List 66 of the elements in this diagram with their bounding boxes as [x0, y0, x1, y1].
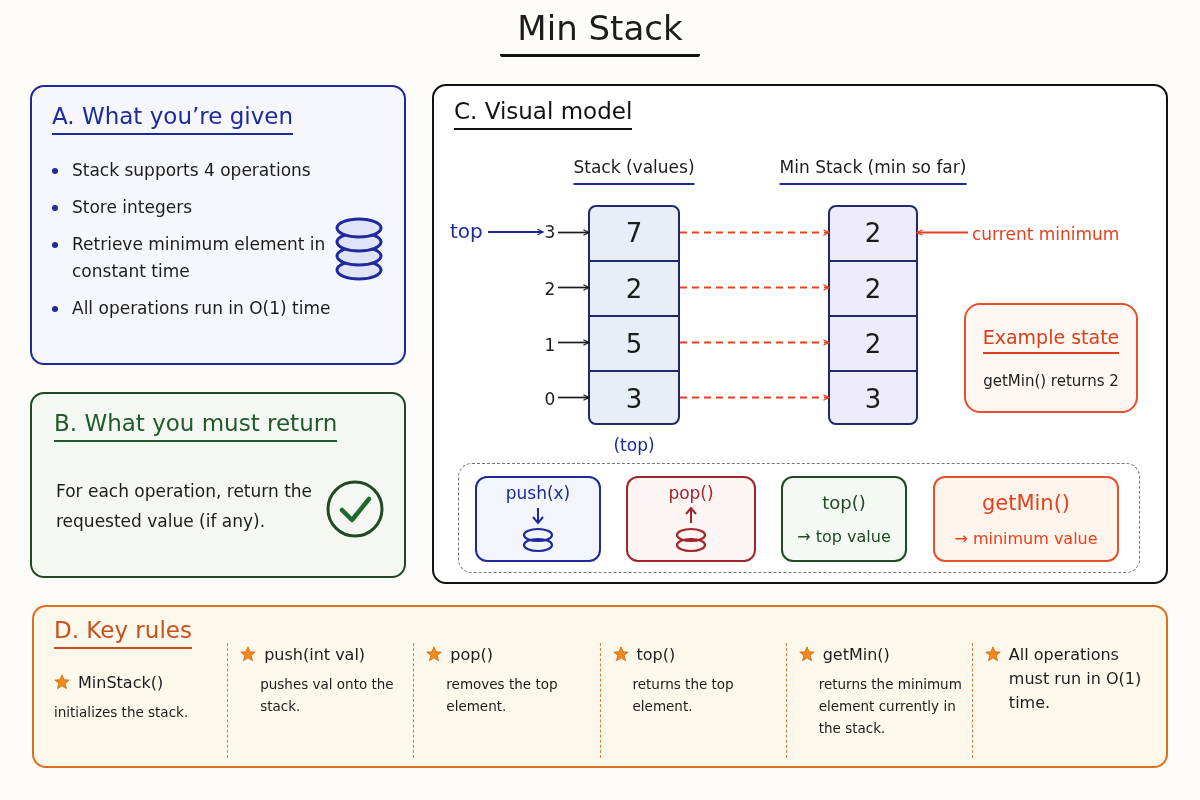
stack-value: 3 [625, 383, 643, 414]
operation-result: → minimum value [954, 528, 1098, 548]
rule-description: pushes val onto the stack. [259, 675, 395, 716]
pointer-label: current minimum [972, 224, 1120, 244]
section-heading: A. What you’re given [52, 103, 293, 135]
operation-name: getMin() [981, 490, 1071, 515]
index-label: 1 [544, 335, 556, 355]
operation-name: top() [822, 492, 866, 513]
rule-name: MinStack() [78, 672, 164, 694]
diagram-title: Min Stack [500, 8, 700, 57]
section-panel [432, 84, 1168, 584]
bullet-item: Retrieve minimum element in constant time [72, 233, 327, 283]
operation-card [626, 476, 756, 562]
index-label: 0 [544, 389, 556, 409]
section-heading: C. Visual model [454, 98, 633, 130]
column-heading: Min Stack (min so far) [779, 157, 967, 185]
stack-value: 7 [625, 217, 643, 248]
section-heading: B. What you must return [54, 410, 338, 442]
index-label: 3 [544, 222, 556, 242]
section-panel [32, 605, 1168, 768]
stack-value: 5 [625, 328, 643, 359]
box-heading: Example state [982, 326, 1120, 354]
arrow [679, 339, 830, 346]
operation-card [933, 476, 1119, 562]
stack-value: 3 [864, 383, 882, 414]
rule-name: getMin() [822, 644, 890, 666]
arrow [487, 228, 544, 236]
section-panel [30, 392, 406, 578]
arrow [557, 229, 590, 236]
section-heading: D. Key rules [54, 617, 192, 649]
operation-result: → top value [797, 527, 891, 546]
pointer-label: top [450, 219, 483, 243]
section-panel [30, 85, 406, 365]
bullet-item: Store integers [72, 196, 193, 219]
arrow [916, 229, 969, 236]
description-text: For each operation, return the requested value (if any). [56, 480, 314, 533]
operation-card [781, 476, 907, 562]
rule-description: returns the top element. [631, 675, 735, 716]
arrow [679, 284, 830, 291]
arrow [557, 394, 590, 401]
example-box [964, 303, 1138, 413]
index-label: 2 [544, 279, 556, 299]
example-text: getMin() returns 2 [983, 372, 1119, 390]
stack-value: 2 [864, 328, 882, 359]
rule-description: initializes the stack. [54, 703, 190, 722]
arrow [679, 394, 830, 401]
operation-name: pop() [668, 483, 714, 503]
arrow [557, 284, 590, 291]
operation-card [475, 476, 601, 562]
rule-name: pop() [450, 644, 493, 666]
stack-value: 2 [625, 273, 643, 304]
operation-name: push(x) [505, 483, 571, 503]
rule-name: push(int val) [264, 644, 366, 666]
rule-name: top() [636, 644, 676, 666]
rule-description: removes the top element. [445, 675, 559, 716]
arrow [679, 229, 830, 236]
operations-container [458, 463, 1140, 573]
rule-description: returns the minimum element currently in the stack. [817, 675, 963, 738]
bullet-item: Stack supports 4 operations [72, 159, 311, 182]
stack-value: 2 [864, 217, 882, 248]
rule-name: All operations must run in O(1) time. [1008, 644, 1143, 714]
stack-value: 2 [864, 273, 882, 304]
arrow [557, 339, 590, 346]
column-heading: Stack (values) [573, 157, 695, 185]
index-note: (top) [612, 435, 656, 455]
bullet-item: All operations run in O(1) time [72, 297, 331, 320]
